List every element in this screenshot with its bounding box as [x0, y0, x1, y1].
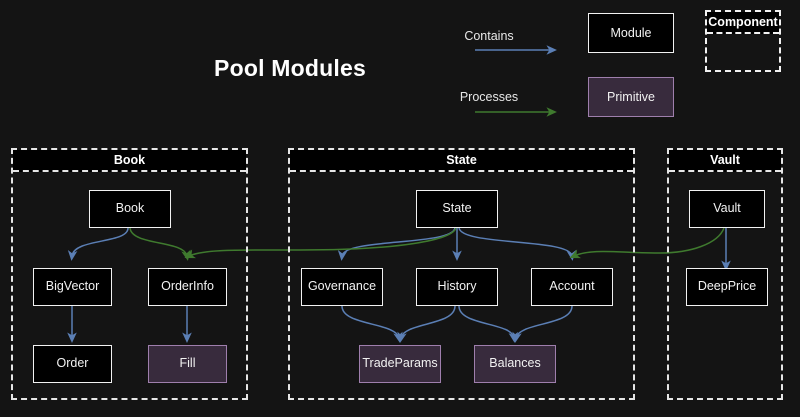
group-book: [11, 148, 248, 400]
node-tradeparams[interactable]: TradeParams: [359, 345, 441, 383]
legend-contains-label: Contains: [464, 29, 514, 43]
node-account[interactable]: Account: [531, 268, 613, 306]
group-state-label: State: [290, 150, 633, 172]
page-title: Pool Modules: [214, 55, 366, 81]
legend-module-box: Module: [588, 13, 674, 53]
group-vault-label: Vault: [669, 150, 781, 172]
node-order[interactable]: Order: [33, 345, 112, 383]
node-governance[interactable]: Governance: [301, 268, 383, 306]
node-history[interactable]: History: [416, 268, 498, 306]
node-balances[interactable]: Balances: [474, 345, 556, 383]
node-fill[interactable]: Fill: [148, 345, 227, 383]
group-state: [288, 148, 635, 400]
legend-primitive-box: Primitive: [588, 77, 674, 117]
legend-processes-label: Processes: [459, 90, 519, 104]
node-orderinfo[interactable]: OrderInfo: [148, 268, 227, 306]
legend-component-box: [705, 10, 781, 72]
group-vault: [667, 148, 783, 400]
node-deepprice[interactable]: DeepPrice: [686, 268, 768, 306]
group-book-label: Book: [13, 150, 246, 172]
node-state[interactable]: State: [416, 190, 498, 228]
node-bigvector[interactable]: BigVector: [33, 268, 112, 306]
legend-component-label: Component: [707, 12, 779, 34]
node-book[interactable]: Book: [89, 190, 171, 228]
node-vault[interactable]: Vault: [689, 190, 765, 228]
